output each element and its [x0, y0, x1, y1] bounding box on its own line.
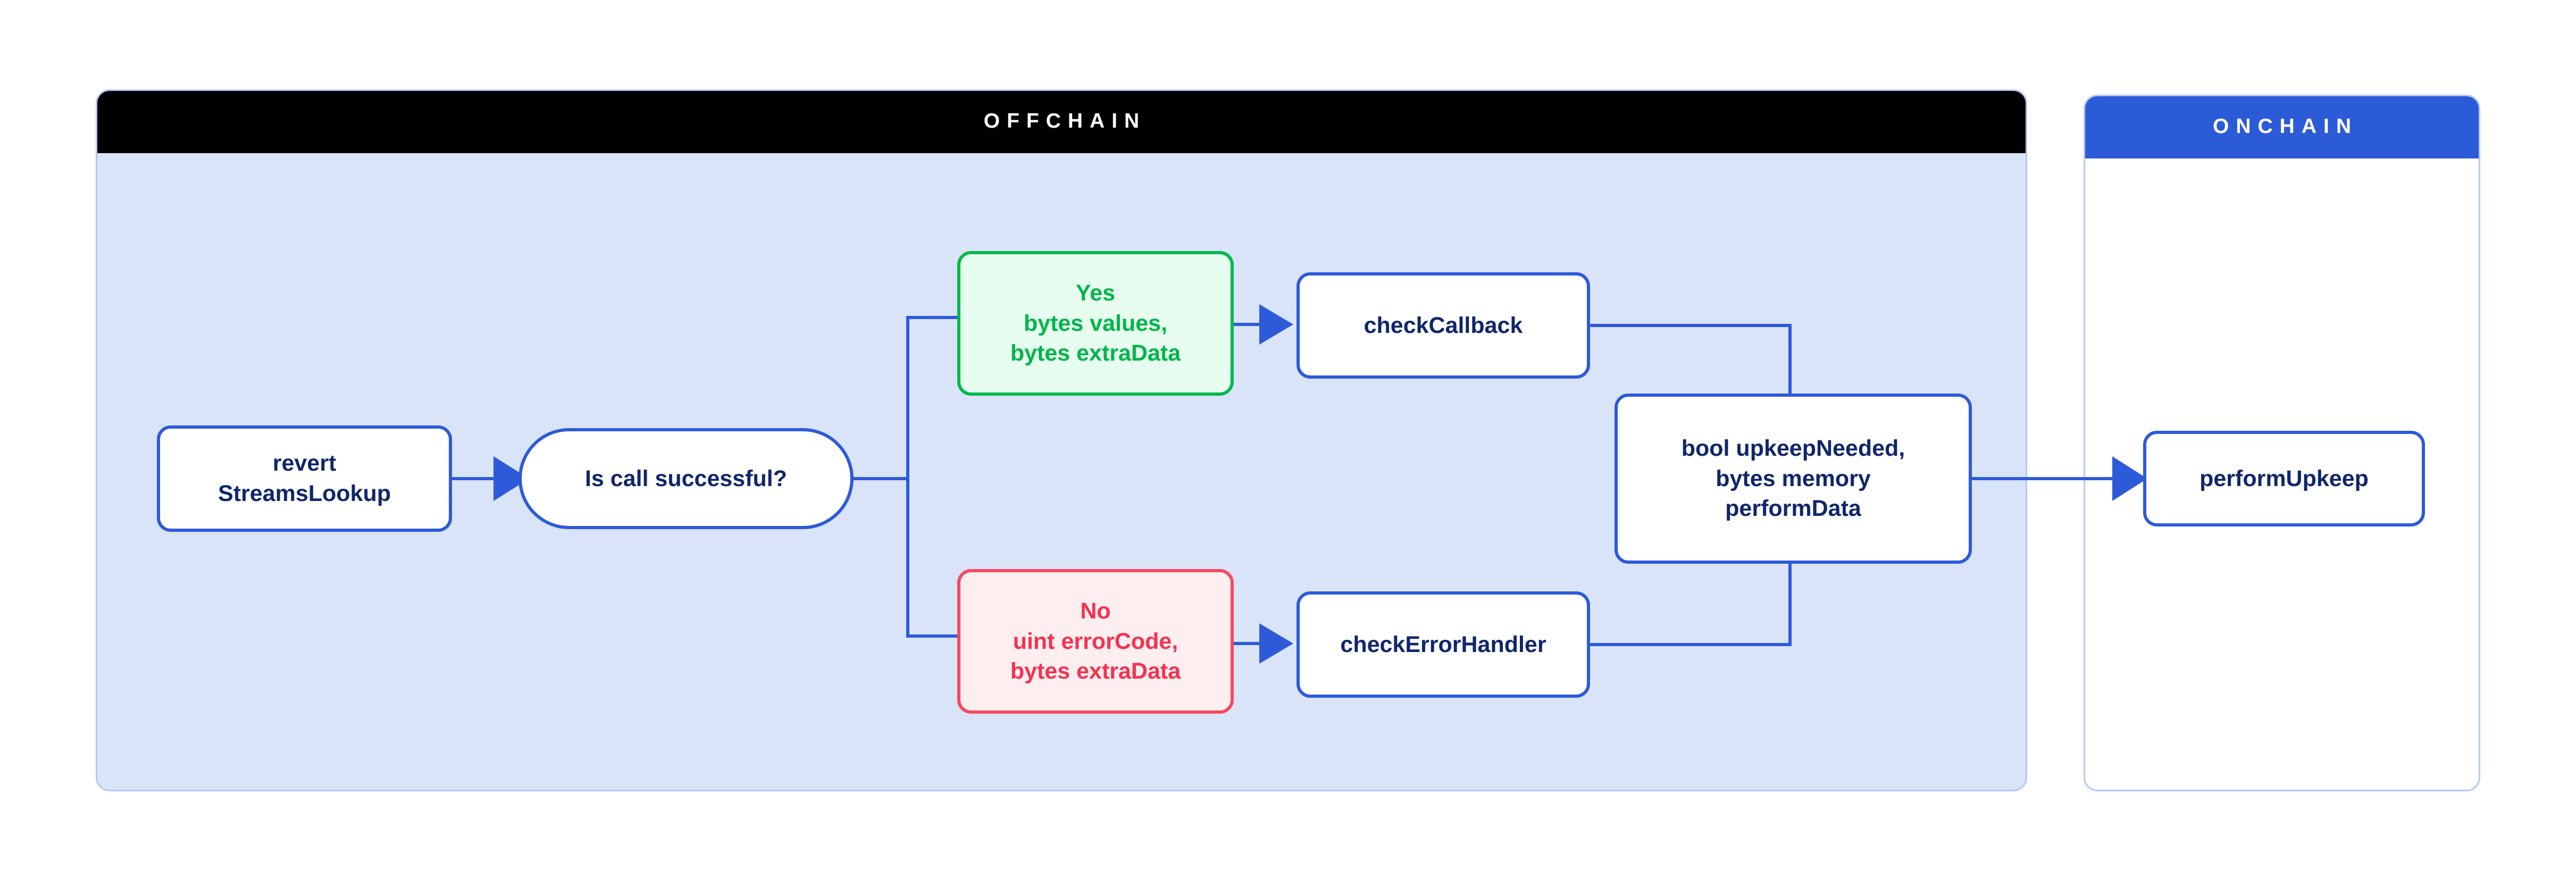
node-is-call-successful[interactable]: Is call successful? — [518, 428, 854, 529]
node-checkerrorhandler[interactable]: checkErrorHandler — [1297, 591, 1590, 698]
node-checkcallback[interactable]: checkCallback — [1297, 272, 1590, 379]
panel-offchain-title: OFFCHAIN — [97, 91, 2026, 153]
panel-onchain-title: ONCHAIN — [2085, 96, 2479, 158]
node-performupkeep[interactable]: performUpkeep — [2143, 431, 2425, 526]
